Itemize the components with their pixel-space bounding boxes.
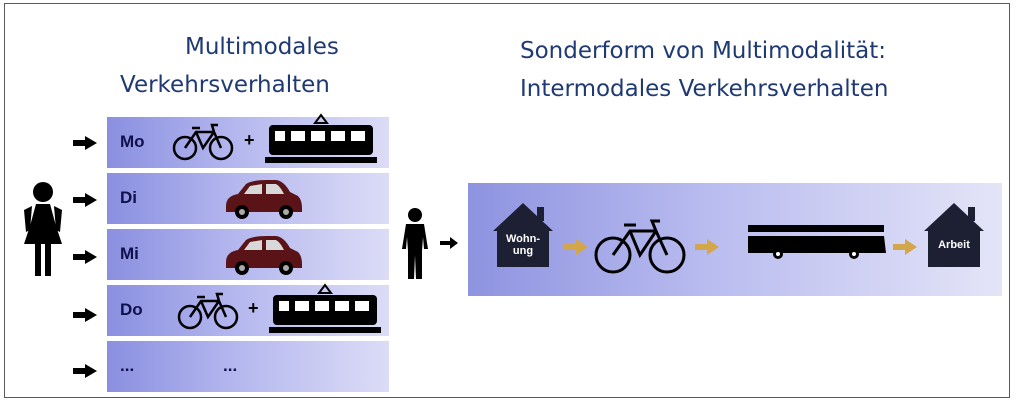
end-house-label: Arbeit (938, 239, 970, 251)
arrow-right-icon (73, 193, 97, 207)
tram-icon (269, 283, 381, 333)
arrow-right-icon (564, 239, 588, 255)
day-label: Mo (120, 132, 145, 151)
arrow-right-icon (695, 239, 719, 255)
house-icon (493, 203, 553, 267)
arrow-right-icon (73, 136, 97, 150)
house-icon (924, 203, 984, 267)
bicycle-icon (177, 292, 239, 330)
day-row-mo: Mo + (107, 113, 389, 168)
arrow-right-icon (893, 239, 917, 255)
arrow-right-icon (73, 364, 97, 378)
multimodal-title-line2: Verkehrsverhalten (120, 72, 330, 98)
mode-joiner: + (244, 130, 255, 150)
figure-frame (4, 3, 1010, 398)
tram-icon (265, 113, 377, 163)
bicycle-icon (594, 219, 686, 274)
intermodal-title-line1: Sonderform von Multimodalität: (520, 38, 887, 64)
mode-joiner: + (248, 298, 259, 318)
start-label-line2: ung (512, 245, 534, 257)
man-icon (402, 208, 428, 279)
intermodal-route-band: Wohn- ung Arbeit (468, 183, 1002, 296)
arrow-right-icon (440, 237, 458, 249)
woman-icon (24, 182, 62, 276)
car-icon (226, 236, 302, 275)
day-label: Di (120, 188, 137, 207)
car-icon (226, 180, 302, 219)
arrow-right-icon (73, 250, 97, 264)
day-label: Do (120, 300, 143, 319)
intermodal-title-line2: Intermodales Verkehrsverhalten (520, 76, 889, 102)
bicycle-icon (172, 123, 234, 161)
day-row-mi: Mi (107, 229, 389, 280)
day-row-do: Do + (107, 283, 389, 336)
day-row-more: ... ... (107, 341, 389, 392)
day-label: Mi (120, 244, 139, 263)
arrow-right-icon (73, 308, 97, 322)
mode-ellipsis: ... (223, 356, 238, 375)
day-row-di: Di (107, 173, 389, 224)
bus-icon (748, 225, 886, 259)
multimodal-title-line1: Multimodales (185, 34, 339, 60)
day-label: ... (120, 356, 135, 375)
start-label-line1: Wohn- (505, 233, 540, 245)
start-house-label: Wohn- ung (498, 233, 548, 257)
